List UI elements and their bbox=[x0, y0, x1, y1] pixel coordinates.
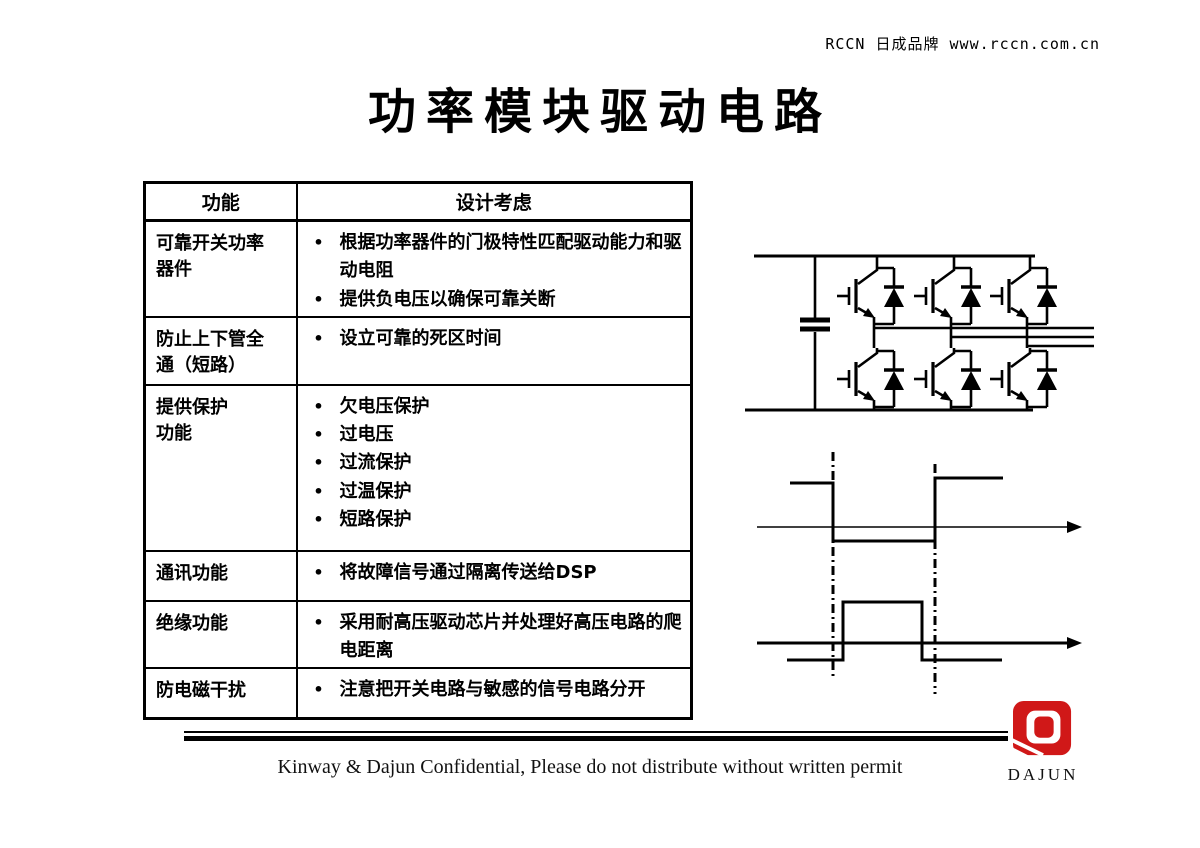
table-row: 提供保护 功能 • 欠电压保护 • 过电压 • 过流保护 • 过温保护 • 短路保护 bbox=[143, 383, 693, 552]
considerations-list: • 将故障信号通过隔离传送给DSP bbox=[298, 559, 687, 587]
function-table: 功能 设计考虑 可靠开关功率 器件 • 根据功率器件的门极特性匹配驱动能力和驱动电… bbox=[143, 181, 693, 720]
bullet-icon: • bbox=[313, 510, 324, 530]
dajun-logo-text: DAJUN bbox=[1007, 765, 1079, 784]
table-row: 防电磁干扰 • 注意把开关电路与敏感的信号电路分开 bbox=[143, 667, 693, 720]
table-header-row: 功能 设计考虑 bbox=[143, 181, 693, 222]
table-row: 防止上下管全 通（短路） • 设立可靠的死区时间 bbox=[143, 316, 693, 386]
confidential-text: Kinway & Dajun Confidential, Please do n… bbox=[277, 756, 903, 778]
list-item: • 过流保护 bbox=[298, 449, 687, 477]
function-cell: 可靠开关功率 器件 bbox=[143, 219, 298, 319]
consideration-text: 短路保护 bbox=[339, 509, 412, 531]
inverter-circuit-figure bbox=[745, 254, 1094, 412]
brand-line: RCCN 日成品牌 www.rccn.com.cn bbox=[825, 35, 1100, 53]
list-item: • 注意把开关电路与敏感的信号电路分开 bbox=[298, 676, 687, 704]
bullet-icon: • bbox=[313, 562, 324, 582]
page-title: 功率模块驱动电路 bbox=[367, 84, 832, 140]
separator-line-thin bbox=[184, 731, 1008, 733]
consideration-text: 将故障信号通过隔离传送给DSP bbox=[339, 561, 597, 583]
consideration-text: 提供负电压以确保可靠关断 bbox=[339, 288, 556, 310]
consideration-text: 设立可靠的死区时间 bbox=[339, 328, 502, 350]
bullet-icon: • bbox=[313, 424, 324, 444]
header-considerations: 设计考虑 bbox=[295, 181, 693, 222]
consideration-text: 欠电压保护 bbox=[339, 395, 430, 417]
bullet-icon: • bbox=[313, 289, 324, 309]
consideration-text: 根据功率器件的门极特性匹配驱动能力和驱动电阻 bbox=[339, 232, 682, 282]
consideration-text: 过流保护 bbox=[339, 452, 412, 474]
considerations-list: • 设立可靠的死区时间 bbox=[298, 325, 687, 353]
dajun-logo: DAJUN bbox=[1006, 700, 1080, 785]
header-function: 功能 bbox=[143, 181, 298, 222]
bullet-icon: • bbox=[313, 612, 324, 632]
list-item: • 提供负电压以确保可靠关断 bbox=[298, 286, 687, 314]
considerations-list: • 欠电压保护 • 过电压 • 过流保护 • 过温保护 • 短路保护 bbox=[298, 393, 687, 535]
bullet-icon: • bbox=[313, 680, 324, 700]
function-cell: 绝缘功能 bbox=[143, 599, 298, 670]
bullet-icon: • bbox=[313, 396, 324, 416]
bullet-icon: • bbox=[313, 481, 324, 501]
bullet-icon: • bbox=[313, 233, 324, 252]
function-cell: 通讯功能 bbox=[143, 549, 298, 602]
consideration-text: 采用耐高压驱动芯片并处理好高压电路的爬电距离 bbox=[339, 611, 682, 661]
function-cell: 提供保护 功能 bbox=[143, 383, 298, 552]
considerations-list: • 注意把开关电路与敏感的信号电路分开 bbox=[298, 676, 687, 704]
bullet-icon: • bbox=[313, 453, 324, 473]
list-item: • 短路保护 bbox=[298, 506, 687, 534]
table-row: 绝缘功能 • 采用耐高压驱动芯片并处理好高压电路的爬电距离 bbox=[143, 599, 693, 670]
function-cell: 防电磁干扰 bbox=[143, 667, 298, 720]
list-item: • 过温保护 bbox=[298, 478, 687, 506]
deadtime-waveform-figure bbox=[757, 452, 1082, 694]
considerations-list: • 采用耐高压驱动芯片并处理好高压电路的爬电距离 bbox=[298, 609, 687, 666]
considerations-list: • 根据功率器件的门极特性匹配驱动能力和驱动电阻 • 提供负电压以确保可靠关断 bbox=[298, 229, 687, 314]
list-item: • 欠电压保护 bbox=[298, 393, 687, 421]
list-item: • 根据功率器件的门极特性匹配驱动能力和驱动电阻 bbox=[298, 229, 687, 286]
table-row: 通讯功能 • 将故障信号通过隔离传送给DSP bbox=[143, 549, 693, 602]
consideration-text: 过温保护 bbox=[339, 480, 412, 502]
list-item: • 将故障信号通过隔离传送给DSP bbox=[298, 559, 687, 587]
function-cell: 防止上下管全 通（短路） bbox=[143, 316, 298, 386]
table-row: 可靠开关功率 器件 • 根据功率器件的门极特性匹配驱动能力和驱动电阻 • 提供负电压… bbox=[143, 219, 693, 319]
list-item: • 采用耐高压驱动芯片并处理好高压电路的爬电距离 bbox=[298, 609, 687, 666]
consideration-text: 注意把开关电路与敏感的信号电路分开 bbox=[339, 679, 646, 701]
consideration-text: 过电压 bbox=[339, 423, 394, 445]
footer-separator bbox=[184, 731, 1008, 741]
bullet-icon: • bbox=[313, 329, 324, 349]
separator-line-thick bbox=[184, 736, 1008, 741]
list-item: • 设立可靠的死区时间 bbox=[298, 325, 687, 353]
list-item: • 过电压 bbox=[298, 421, 687, 449]
dajun-logo-icon bbox=[1009, 700, 1072, 760]
